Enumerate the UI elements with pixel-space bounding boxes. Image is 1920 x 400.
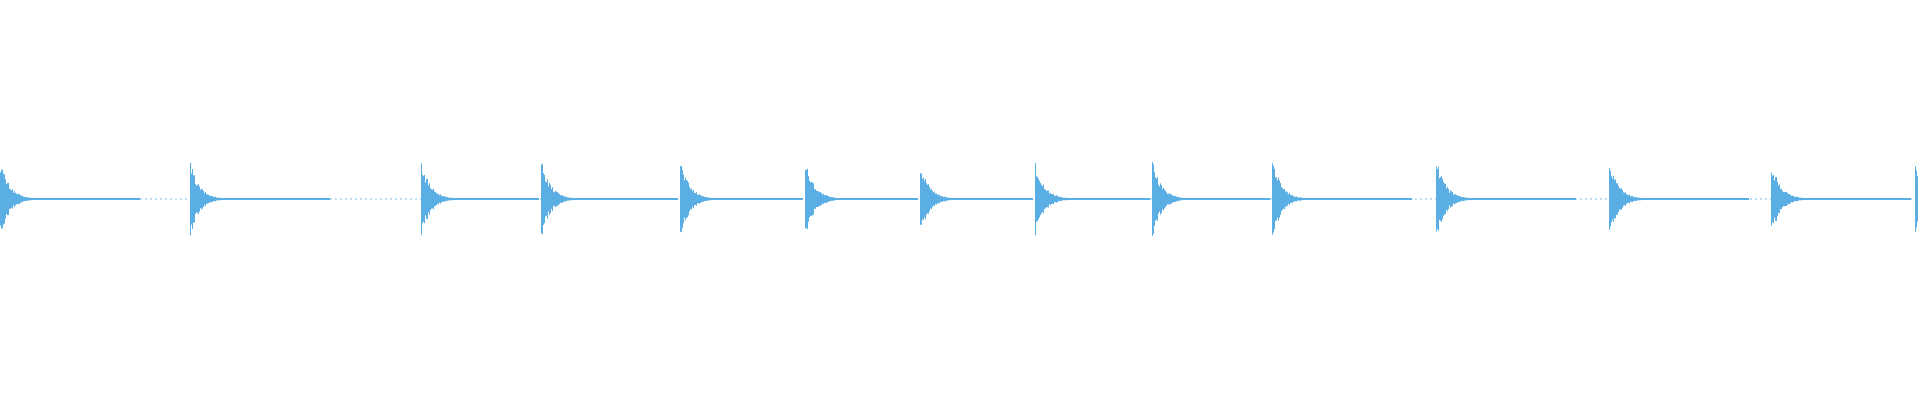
waveform-hit-9 [1152, 162, 1270, 236]
waveform-hit-tail [805, 198, 918, 200]
waveform-hit-11 [1436, 166, 1576, 232]
waveform-hit-6 [805, 168, 918, 230]
waveform-hit-tail [1609, 198, 1749, 200]
waveform-hit-tail [1915, 198, 1918, 200]
waveform-hit-1 [0, 169, 140, 229]
waveform-hit-13 [1771, 172, 1911, 226]
waveform-hit-5 [680, 165, 803, 233]
waveform-hit-tail [1771, 198, 1911, 200]
waveform-hit-tail [190, 198, 330, 200]
waveform-hit-tail [1152, 198, 1270, 200]
waveform-hit-8 [1035, 162, 1150, 236]
waveform-hit-tail [1035, 198, 1150, 200]
waveform-hit-10 [1272, 163, 1412, 235]
waveform-hit-tail [541, 198, 678, 200]
waveform-hit-14 [1915, 166, 1918, 232]
waveform-hit-tail [1272, 198, 1412, 200]
waveform-hit-tail [0, 198, 140, 200]
waveform-hit-2 [190, 162, 330, 236]
waveform-hit-7 [920, 173, 1033, 225]
waveform-hit-tail [421, 198, 539, 200]
waveform-hit-12 [1609, 168, 1749, 230]
waveform-hit-3 [421, 163, 539, 235]
waveform-hit-tail [1436, 198, 1576, 200]
waveform-hit-tail [920, 198, 1033, 200]
waveform-hit-4 [541, 163, 678, 235]
waveform-hit-tail [680, 198, 803, 200]
waveform-transients [0, 162, 1918, 236]
